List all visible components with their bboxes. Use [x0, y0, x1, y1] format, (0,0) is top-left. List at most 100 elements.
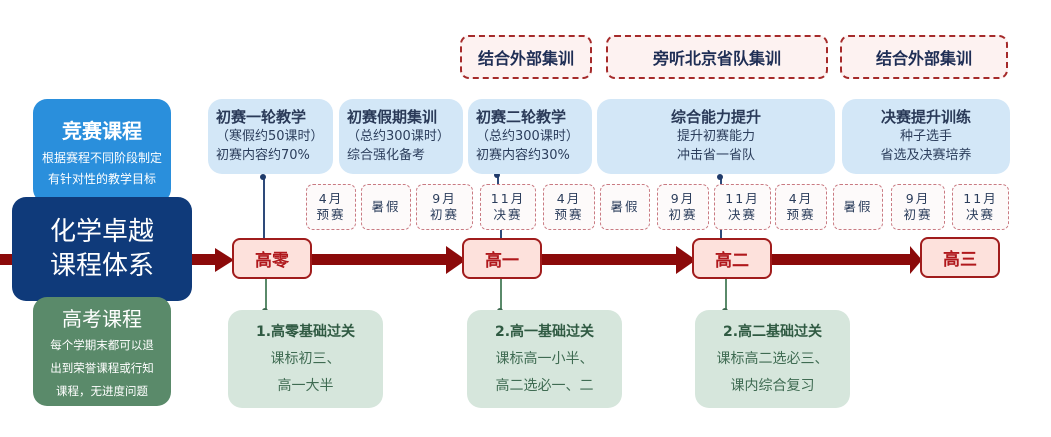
training-box: 结合外部集训	[840, 35, 1008, 79]
connector-line	[500, 230, 502, 238]
training-box: 旁听北京省队集训	[606, 35, 828, 79]
month-box: 暑假	[833, 184, 883, 230]
core-title-line: 课程体系	[49, 251, 154, 281]
stage-title: 1.高零基础过关	[255, 323, 356, 340]
month-label: 9月	[905, 191, 931, 206]
gaokao-stage-box: 1.高零基础过关 课标初三、 高一大半	[228, 310, 383, 408]
phase-title: 初赛二轮教学	[476, 108, 567, 126]
month-box: 暑假	[361, 184, 411, 230]
year-box: 高零	[232, 238, 312, 279]
phase-line: （总约300课时）	[347, 129, 450, 144]
year-box: 高二	[692, 238, 772, 279]
phase-box: 决赛提升训练 种子选手 省选及决赛培养	[842, 99, 1010, 174]
month-label: 4月	[318, 191, 344, 206]
training-label: 结合外部集训	[875, 49, 972, 68]
competition-desc: 根据赛程不同阶段制定	[41, 151, 162, 165]
phase-box: 初赛假期集训 （总约300课时） 综合强化备考	[339, 99, 463, 174]
competition-title: 竞赛课程	[62, 119, 142, 143]
year-box: 高三	[920, 237, 1000, 278]
phase-box: 初赛一轮教学 （寒假约50课时） 初赛内容约70%	[208, 99, 333, 174]
year-label: 高一	[485, 251, 519, 271]
stage-line: 课标高二选必三、	[716, 350, 829, 367]
month-box: 暑假	[600, 184, 650, 230]
month-box: 11月决赛	[714, 184, 771, 230]
stage-title: 2.高一基础过关	[494, 323, 595, 340]
phase-title: 决赛提升训练	[880, 108, 971, 126]
month-label: 11月	[725, 191, 760, 206]
exam-label: 初赛	[429, 207, 459, 222]
gaokao-title: 高考课程	[62, 307, 142, 331]
phase-line: 省选及决赛培养	[880, 148, 972, 163]
month-label: 9月	[670, 191, 696, 206]
stage-line: 高二选必一、二	[495, 377, 594, 394]
stage-line: 课内综合复习	[730, 377, 815, 394]
month-label: 11月	[490, 191, 526, 206]
exam-label: 决赛	[727, 207, 757, 222]
competition-course-box: 竞赛课程 根据赛程不同阶段制定 有针对性的教学目标	[33, 99, 171, 203]
phase-line: 初赛内容约30%	[476, 148, 570, 163]
phase-title: 初赛假期集训	[347, 108, 438, 126]
month-label: 9月	[432, 191, 457, 206]
exam-label: 初赛	[668, 207, 698, 222]
core-title-line: 化学卓越	[49, 217, 154, 247]
month-box: 9月初赛	[416, 184, 473, 230]
month-box: 11月决赛	[480, 184, 536, 230]
phase-box: 初赛二轮教学 （总约300课时） 初赛内容约30%	[468, 99, 592, 174]
phase-line: 冲击省一省队	[676, 148, 755, 163]
phase-box: 综合能力提升 提升初赛能力 冲击省一省队	[597, 99, 835, 174]
month-label: 暑假	[843, 199, 873, 214]
month-box: 4月预赛	[775, 184, 827, 230]
stage-title: 2.高二基础过关	[722, 323, 823, 340]
training-box: 结合外部集训	[460, 35, 592, 79]
gaokao-desc: 出到荣誉课程或行知	[50, 361, 154, 375]
month-label: 11月	[963, 191, 998, 206]
connector-dot	[717, 174, 723, 180]
connector-dot	[494, 172, 500, 178]
month-label: 暑假	[371, 199, 401, 214]
stage-line: 高一大半	[277, 377, 334, 394]
training-label: 旁听北京省队集训	[652, 49, 781, 68]
exam-label: 决赛	[493, 207, 523, 222]
exam-label: 初赛	[903, 207, 933, 222]
stage-line: 课标高一小半、	[495, 350, 594, 367]
stage-line: 课标初三、	[270, 350, 341, 367]
year-box: 高一	[462, 238, 542, 279]
connector-line	[497, 174, 499, 184]
phase-line: （总约300课时）	[476, 129, 579, 144]
month-box: 4月预赛	[306, 184, 356, 230]
phase-title: 综合能力提升	[670, 108, 761, 126]
gaokao-desc: 每个学期末都可以退	[50, 338, 154, 352]
exam-label: 预赛	[316, 207, 346, 222]
month-box: 11月决赛	[952, 184, 1009, 230]
month-box: 9月初赛	[657, 184, 709, 230]
phase-line: 初赛内容约70%	[216, 148, 310, 163]
phase-title: 初赛一轮教学	[216, 108, 307, 126]
connector-line	[725, 278, 727, 312]
year-label: 高零	[255, 251, 289, 271]
connector-line	[500, 278, 502, 312]
connector-line	[265, 278, 267, 312]
gaokao-course-box: 高考课程 每个学期末都可以退 出到荣誉课程或行知 课程，无进度问题	[33, 297, 171, 406]
year-label: 高二	[715, 251, 749, 271]
exam-label: 决赛	[965, 207, 995, 222]
exam-label: 预赛	[554, 207, 584, 222]
training-label: 结合外部集训	[477, 49, 574, 68]
competition-desc: 有针对性的教学目标	[47, 172, 156, 186]
gaokao-desc: 课程，无进度问题	[56, 384, 148, 398]
month-box: 9月初赛	[891, 184, 945, 230]
month-label: 4月	[556, 191, 582, 206]
phase-line: 种子选手	[899, 129, 952, 144]
exam-label: 预赛	[786, 207, 816, 222]
phase-line: 提升初赛能力	[676, 129, 755, 144]
year-label: 高三	[943, 250, 977, 270]
core-curriculum-box: 化学卓越 课程体系	[12, 197, 192, 301]
month-box: 4月预赛	[543, 184, 595, 230]
phase-line: 综合强化备考	[347, 148, 426, 163]
phase-line: （寒假约50课时）	[216, 129, 324, 144]
month-label: 暑假	[610, 199, 640, 214]
timeline-arrow	[0, 246, 922, 274]
gaokao-stage-box: 2.高一基础过关 课标高一小半、 高二选必一、二	[467, 310, 622, 408]
gaokao-stage-box: 2.高二基础过关 课标高二选必三、 课内综合复习	[695, 310, 850, 408]
connector-dot	[260, 174, 266, 180]
month-label: 4月	[788, 191, 814, 206]
